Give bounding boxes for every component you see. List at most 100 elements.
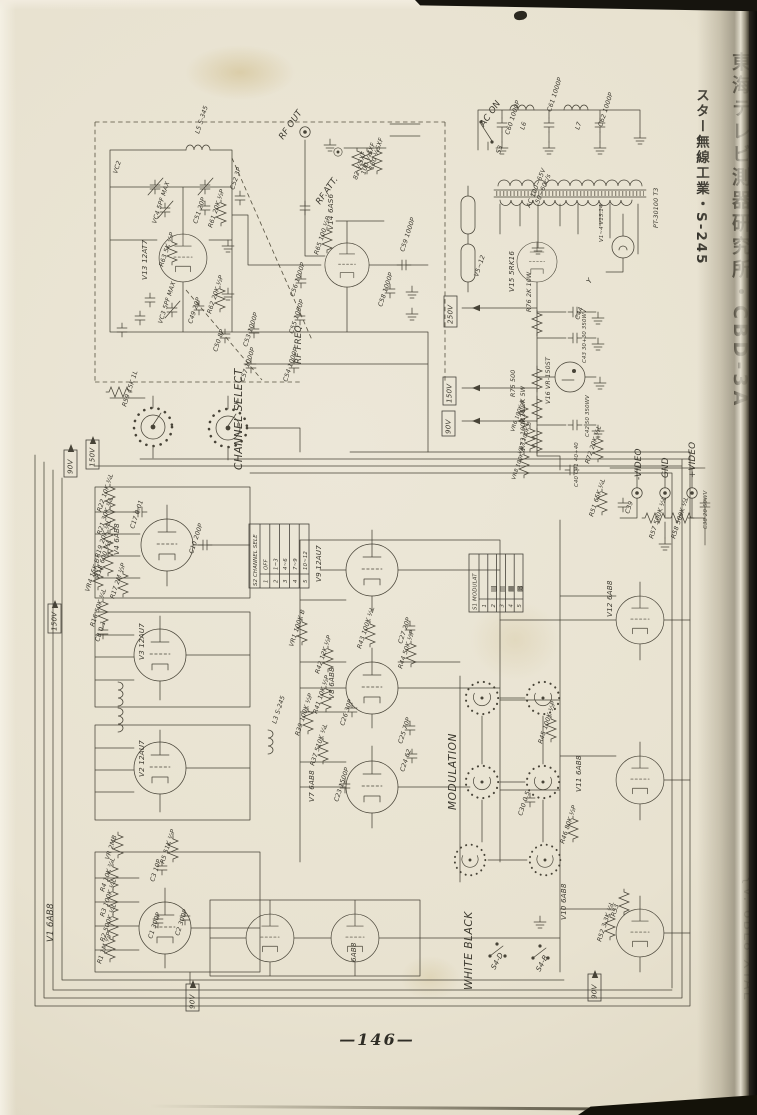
component-label: C60 1000P	[504, 100, 522, 136]
component-label: L6	[519, 121, 528, 131]
component-label: C24 62	[399, 748, 413, 772]
svg-text:5: 5	[303, 579, 309, 583]
tube-layer	[133, 233, 665, 963]
rf-out-jack	[299, 126, 311, 138]
component-label: C61 1000P	[546, 77, 564, 113]
pilot-lamp	[611, 235, 635, 259]
voltage-rail-label: 90V	[590, 984, 599, 999]
svg-text:1: 1	[264, 579, 270, 583]
svg-text:2: 2	[273, 579, 279, 583]
component-label: R75 500	[510, 370, 517, 397]
tube-label: V9 12AU7	[314, 545, 323, 582]
voltage-rail-label: 150V	[88, 447, 97, 467]
component-label: Y	[232, 399, 242, 408]
voltage-box-layer	[47, 295, 602, 1012]
label-white-black: WHITE BLACK	[463, 911, 475, 990]
tube-v11	[615, 755, 665, 805]
component-label: S3	[495, 145, 504, 155]
modulation-wafer	[453, 843, 487, 877]
component-label: C43 30+30 350WV	[582, 309, 588, 363]
connector-layer	[299, 126, 698, 499]
svg-text:3: 3	[283, 579, 289, 583]
component-label: C59 1000P	[399, 217, 417, 253]
component-label: C57 1000P	[239, 347, 257, 383]
svg-text:1: 1	[482, 604, 488, 608]
page-top-margin	[0, 0, 420, 10]
component-label: R53	[610, 903, 621, 917]
wire-layer	[34, 109, 706, 1007]
component-label: R61 20K ½P	[206, 188, 226, 229]
tube-label: V13 12AT7	[140, 240, 149, 280]
pattern-icon: ▥	[497, 585, 506, 592]
neg-video-jack	[631, 487, 643, 499]
oscillator-dashed-box	[94, 121, 446, 383]
tube-v12	[615, 595, 665, 645]
pattern-icon: ▤	[489, 585, 498, 592]
svg-text:10~12: 10~12	[303, 551, 309, 570]
svg-text:3: 3	[500, 604, 506, 608]
book-spine-edge	[749, 0, 757, 1115]
label-modulation: MODULATION	[447, 733, 459, 810]
tube-label: V12 6AB8	[605, 580, 614, 617]
svg-text:4~6: 4~6	[283, 558, 289, 570]
component-label: C53 1000P	[242, 312, 260, 348]
component-label: Y	[584, 276, 594, 285]
tube-label: V4 6AB8	[112, 523, 121, 555]
svg-text:1~3: 1~3	[273, 558, 279, 570]
voltage-rail-label: 90V	[444, 419, 453, 434]
component-label: R65 100 ½P	[312, 215, 332, 255]
component-label: R73 100K ½L	[519, 406, 527, 450]
tube-v14	[324, 242, 370, 288]
voltage-rail-label: 90V	[188, 994, 197, 1009]
label-rf-freq: RF FREQ	[294, 325, 304, 364]
tube-v8	[345, 661, 399, 715]
svg-text:4: 4	[508, 604, 514, 608]
power-switch-contact	[479, 120, 483, 124]
label-rf-out: RF OUT	[277, 108, 305, 142]
component-label: C58 1000P	[377, 272, 395, 308]
pattern-icon: ▦	[506, 585, 515, 592]
label-pos-video: +VIDEO	[688, 442, 698, 478]
label-gnd: GND	[661, 457, 671, 478]
voltage-rail-label: 250V	[446, 304, 455, 324]
switch-s4b	[531, 944, 550, 960]
component-label: R16 50K ¾L	[89, 587, 108, 627]
channel-select-switch	[132, 406, 174, 448]
component-label: L5 S-345	[194, 105, 210, 135]
tube-v4	[140, 518, 194, 572]
tube-label: 6AB8	[349, 942, 358, 962]
voltage-rail-label: 90V	[66, 459, 75, 474]
component-label: C52 3P	[229, 166, 243, 190]
tube-label: V10 6AB8	[559, 883, 568, 920]
component-label: R17 2M ½P	[108, 562, 127, 600]
page-left-margin	[0, 0, 16, 1115]
tube-v16-regulator	[554, 361, 586, 393]
component-label: C62 1000P	[597, 92, 615, 128]
component-label: C42 50 350WV	[585, 395, 591, 437]
power-transformer	[460, 120, 644, 283]
pos-video-jack	[686, 487, 698, 499]
component-label: R59 15K 1L	[121, 369, 139, 407]
switch-layer	[132, 406, 562, 960]
svg-text:7~9: 7~9	[293, 558, 299, 570]
pattern-icon: ▩	[515, 585, 524, 592]
modulation-table: S1 MODULAT 1 2▤ 3▥ 4▦ 5▩	[468, 553, 524, 613]
heater-label: V1~4 V13.14	[599, 204, 605, 242]
tube-v9	[345, 543, 399, 597]
modulation-wafer	[464, 680, 500, 716]
component-label: C30 0.5	[517, 790, 532, 816]
tube-label: V15 5RK16	[507, 251, 516, 292]
tube-label: V14 6AS6	[326, 194, 335, 230]
component-label: R5 51K ½P	[158, 828, 177, 865]
modulation-wafer	[525, 764, 561, 800]
tube-label: V1 6AB8	[46, 903, 56, 942]
svg-text:4: 4	[293, 579, 299, 583]
switch-label: S4-D	[489, 951, 505, 971]
component-label: C17 0.01	[129, 499, 145, 529]
component-label: C40 C41 40+40	[574, 442, 580, 487]
tube-label: V2 12AU7	[137, 740, 146, 777]
switch-label: S4-B	[534, 953, 550, 972]
